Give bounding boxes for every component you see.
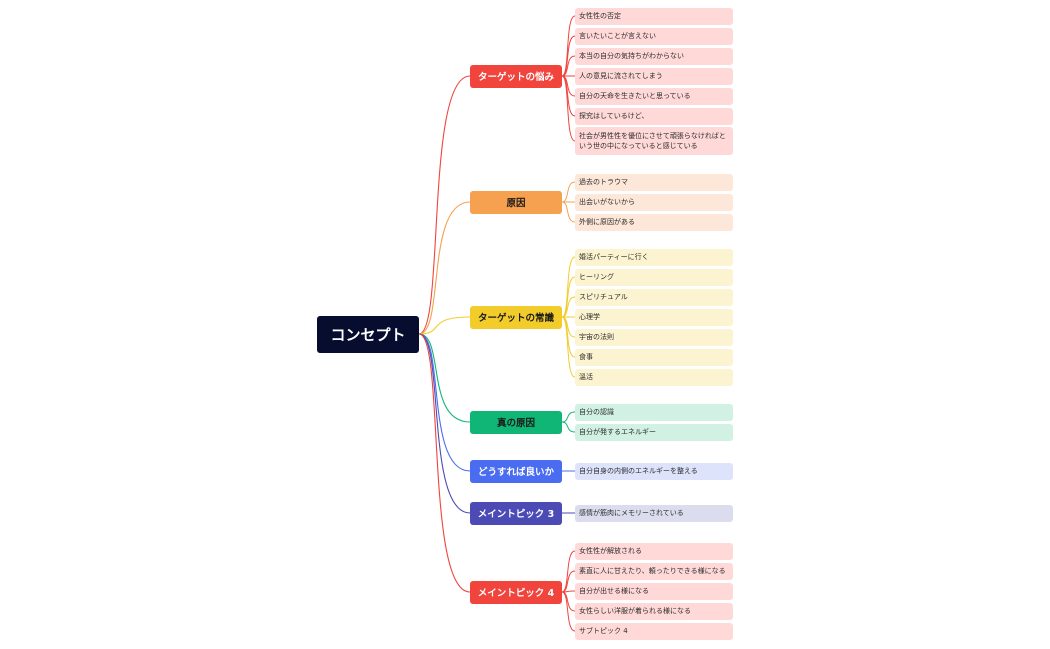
branch-connector [418, 75, 471, 335]
subtopic-item[interactable]: 女性性の否定 [575, 7, 733, 25]
leaf-connector [561, 411, 576, 423]
subtopic-item[interactable]: 人の意見に流されてしまう [575, 67, 733, 85]
leaf-connector [561, 570, 576, 593]
subtopic-item[interactable]: 素直に人に甘えたり、頼ったりできる様になる [575, 562, 733, 580]
subtopic-item[interactable]: 探究はしているけど、 [575, 107, 733, 125]
branch-topic[interactable]: ターゲットの悩み [470, 64, 562, 88]
branch-connector [418, 333, 471, 514]
subtopic-item[interactable]: スピリチュアル [575, 288, 733, 306]
leaf-connector [561, 75, 576, 97]
subtopic-item[interactable]: 自分の天命を生きたいと思っている [575, 87, 733, 105]
branch-topic[interactable]: メイントピック 3 [470, 501, 562, 525]
subtopic-item[interactable]: 自分が発するエネルギー [575, 423, 733, 441]
branch-topic[interactable]: メイントピック 4 [470, 580, 562, 604]
leaf-connector [561, 276, 576, 318]
branch-connector [418, 316, 471, 335]
leaf-connector [561, 75, 576, 117]
subtopic-item[interactable]: 自分の認識 [575, 403, 733, 421]
subtopic-item[interactable]: ヒーリング [575, 268, 733, 286]
branch-connector [418, 333, 471, 423]
leaf-connector [561, 591, 576, 612]
subtopic-item[interactable]: 言いたいことが言えない [575, 27, 733, 45]
leaf-connector [561, 55, 576, 77]
subtopic-item[interactable]: 心理学 [575, 308, 733, 326]
leaf-connector [561, 316, 576, 338]
branch-topic[interactable]: どうすれば良いか [470, 459, 562, 483]
subtopic-item[interactable]: 女性らしい洋服が着られる様になる [575, 602, 733, 620]
subtopic-item[interactable]: 外側に原因がある [575, 213, 733, 231]
subtopic-item[interactable]: 過去のトラウマ [575, 173, 733, 191]
leaf-connector [561, 421, 576, 433]
leaf-connector [561, 591, 576, 632]
leaf-connector [561, 35, 576, 77]
subtopic-item[interactable]: 婚活パーティーに行く [575, 248, 733, 266]
subtopic-item[interactable]: 宇宙の法則 [575, 328, 733, 346]
leaf-connector [561, 201, 576, 223]
leaf-connector [561, 15, 576, 77]
subtopic-item[interactable]: サブトピック 4 [575, 622, 733, 640]
subtopic-item[interactable]: 社会が男性性を優位にさせて頑張らなければという世の中になっていると感じている [575, 127, 733, 155]
branch-topic[interactable]: 真の原因 [470, 410, 562, 434]
branch-topic[interactable]: ターゲットの常識 [470, 305, 562, 329]
leaf-connector [561, 181, 576, 203]
leaf-connector [561, 550, 576, 593]
branch-topic[interactable]: 原因 [470, 190, 562, 214]
subtopic-item[interactable]: 自分が出せる様になる [575, 582, 733, 600]
leaf-connector [561, 316, 576, 378]
subtopic-item[interactable]: 食事 [575, 348, 733, 366]
subtopic-item[interactable]: 自分自身の内側のエネルギーを整える [575, 462, 733, 480]
subtopic-item[interactable]: 本当の自分の気持ちがわからない [575, 47, 733, 65]
leaf-connector [561, 296, 576, 318]
subtopic-item[interactable]: 女性性が解放される [575, 542, 733, 560]
leaf-connector [561, 316, 576, 358]
leaf-connector [561, 590, 576, 593]
branch-connector [418, 333, 471, 472]
subtopic-item[interactable]: 溫活 [575, 368, 733, 386]
subtopic-item[interactable]: 出会いがないから [575, 193, 733, 211]
branch-connector [418, 201, 471, 335]
branch-connector [418, 333, 471, 593]
leaf-connector [561, 256, 576, 318]
root-topic[interactable]: コンセプト [317, 316, 419, 353]
subtopic-item[interactable]: 感情が筋肉にメモリーされている [575, 504, 733, 522]
leaf-connector [561, 75, 576, 142]
